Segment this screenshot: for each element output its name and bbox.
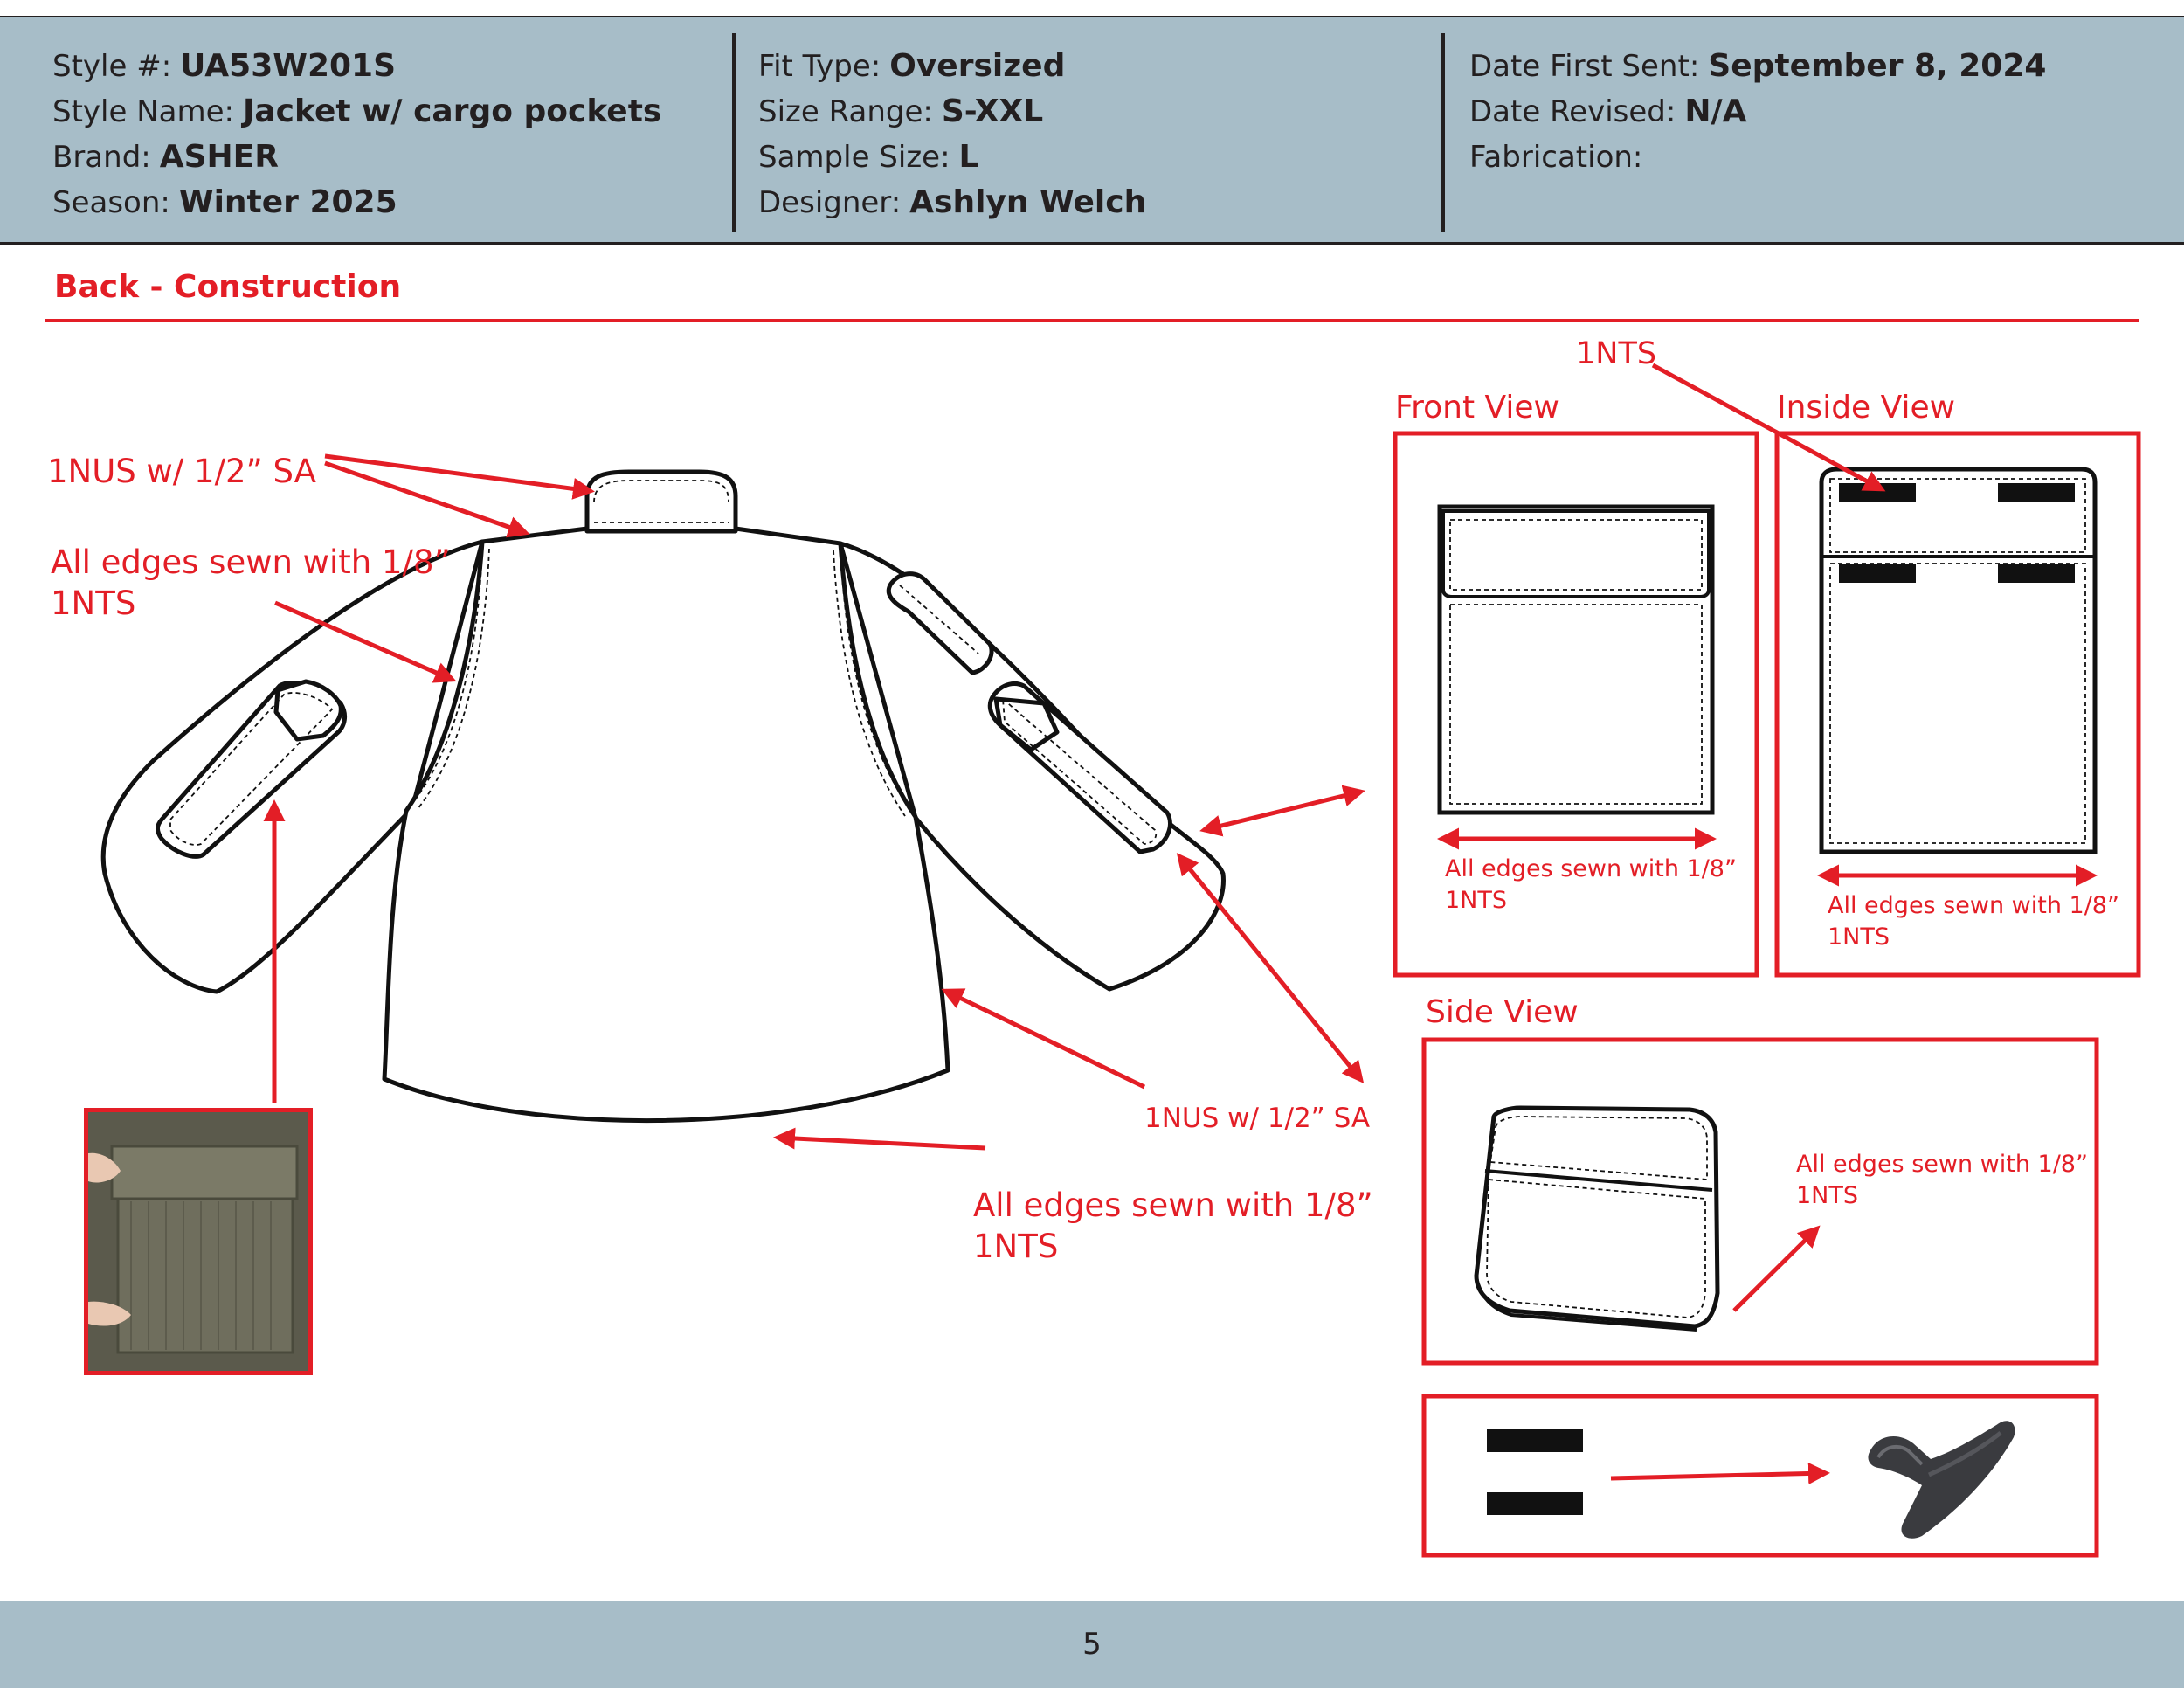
right-lower-sleeve-pocket-flap (993, 696, 1060, 752)
jacket-back-flat (100, 469, 1226, 1123)
velcro-strip (1487, 1492, 1583, 1515)
brand: ASHER (159, 139, 279, 175)
velcro-legend-panel (1421, 1394, 2099, 1558)
season-label: Season: (52, 185, 170, 220)
edges-hem-callout-line1: All edges sewn with 1/8” (973, 1186, 1373, 1224)
size-range-label: Size Range: (758, 94, 933, 129)
style-name-label: Style Name: (52, 94, 234, 129)
front-view-note-line1: All edges sewn with 1/8” (1445, 855, 1737, 882)
season: Winter 2025 (178, 184, 397, 220)
brand-label: Brand: (52, 140, 151, 175)
inside-view-title: Inside View (1777, 390, 1956, 425)
header-divider (732, 33, 736, 232)
cargo-pocket-photo (88, 1112, 308, 1371)
cargo-pocket-photo-frame (84, 1108, 313, 1375)
spec-header: Style #:UA53W201S Style Name:Jacket w/ c… (0, 16, 2184, 245)
date-first-sent: September 8, 2024 (1708, 48, 2047, 84)
style-name: Jacket w/ cargo pockets (242, 93, 662, 129)
front-view-panel (1393, 431, 1759, 978)
edges-hem-callout-line2: 1NTS (973, 1228, 1059, 1265)
velcro-strip (1487, 1429, 1583, 1452)
side-view-note-line2: 1NTS (1796, 1182, 1859, 1209)
sample-size: L (958, 139, 979, 175)
inside-view-panel (1774, 431, 2141, 978)
callout-arrows (263, 363, 1886, 1484)
inside-view-note-line2: 1NTS (1828, 924, 1890, 951)
designer: Ashlyn Welch (909, 184, 1147, 220)
jacket-body (382, 526, 950, 1123)
page-footer: 5 (0, 1601, 2184, 1688)
date-first-sent-label: Date First Sent: (1469, 49, 1700, 84)
section-title: Back - Construction (54, 269, 402, 305)
velcro-top-callout: 1NTS (1576, 336, 1657, 371)
edges-upper-callout-line2: 1NTS (51, 585, 136, 622)
front-view-note-line2: 1NTS (1445, 887, 1508, 914)
side-view-title: Side View (1426, 994, 1579, 1030)
inside-view-note-line1: All edges sewn with 1/8” (1828, 892, 2119, 919)
edges-upper-callout-line1: All edges sewn with 1/8” (51, 543, 451, 581)
collar-seam-callout: 1NUS w/ 1/2” SA (47, 453, 316, 490)
velcro-strip (1839, 564, 1916, 583)
front-view-title: Front View (1395, 390, 1559, 425)
page-number: 5 (1082, 1627, 1102, 1662)
sample-size-label: Sample Size: (758, 140, 950, 175)
double-arrows (1176, 785, 2098, 1083)
fit-type: Oversized (889, 48, 1066, 84)
date-revised: N/A (1684, 93, 1747, 129)
velcro-photo (1868, 1421, 2015, 1539)
style-number: UA53W201S (180, 48, 397, 84)
header-column-dates: Date First Sent:September 8, 2024 Date R… (1469, 44, 2046, 180)
style-number-label: Style #: (52, 49, 172, 84)
side-view-panel (1421, 1037, 2099, 1366)
side-seam-callout: 1NUS w/ 1/2” SA (1144, 1103, 1371, 1134)
header-divider (1441, 33, 1445, 232)
designer-label: Designer: (758, 185, 902, 220)
date-revised-label: Date Revised: (1469, 94, 1676, 129)
velcro-strip (1839, 483, 1916, 502)
header-column-fit: Fit Type:Oversized Size Range:S-XXL Samp… (758, 44, 1146, 225)
fabrication-label: Fabrication: (1469, 140, 1643, 175)
fit-type-label: Fit Type: (758, 49, 881, 84)
side-view-note-line1: All edges sewn with 1/8” (1796, 1151, 2088, 1178)
velcro-strip (1998, 564, 2075, 583)
header-column-style: Style #:UA53W201S Style Name:Jacket w/ c… (52, 44, 661, 225)
velcro-strip (1998, 483, 2075, 502)
jacket-topstitching (169, 480, 1158, 846)
size-range: S-XXL (941, 93, 1044, 129)
section-rule (45, 319, 2139, 322)
left-sleeve-pocket-flap (273, 679, 343, 742)
